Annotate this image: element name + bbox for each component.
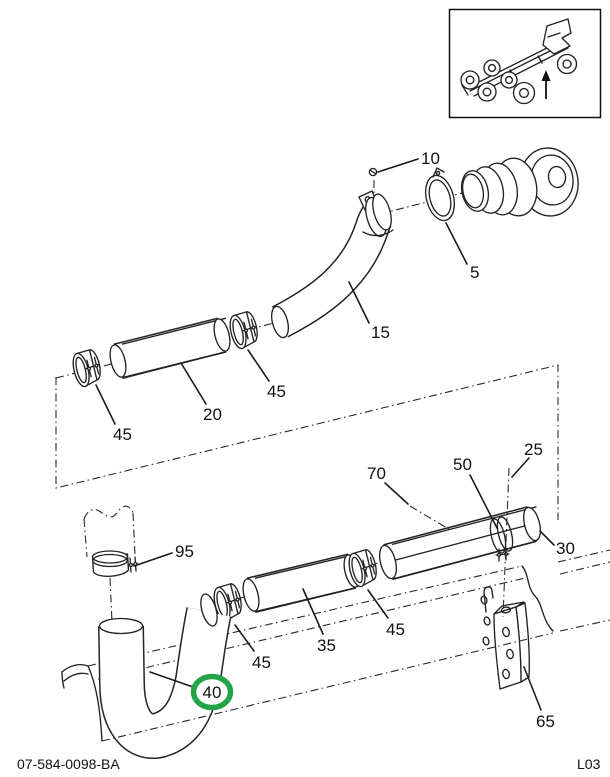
chassis-locator-inset xyxy=(448,8,602,119)
rail-break-line xyxy=(521,565,554,632)
part-mounting-bracket-65 xyxy=(493,601,530,690)
hook-pin xyxy=(483,586,494,613)
callout-30[interactable]: 30 xyxy=(556,539,575,558)
part-lower-elbow-hose-40 xyxy=(98,593,232,759)
frame-rail xyxy=(61,549,610,742)
part-v-band-clamp-5 xyxy=(424,167,456,222)
callout-labels: 10 5 15 45 20 45 25 50 70 30 95 45 35 45… xyxy=(113,149,575,731)
callout-70[interactable]: 70 xyxy=(367,464,386,483)
callout-5[interactable]: 5 xyxy=(470,263,479,282)
panel-outline xyxy=(55,364,559,520)
part-upper-elbow-hose-15 xyxy=(270,190,394,339)
callout-25[interactable]: 25 xyxy=(524,440,543,459)
callout-95[interactable]: 95 xyxy=(175,542,194,561)
callout-10[interactable]: 10 xyxy=(421,149,440,168)
callout-45-lower-right[interactable]: 45 xyxy=(386,620,405,639)
callout-20[interactable]: 20 xyxy=(203,405,222,424)
callout-35[interactable]: 35 xyxy=(317,636,336,655)
leader-lines xyxy=(95,158,555,711)
page-code: L03 xyxy=(577,756,601,772)
part-lower-tube-35 xyxy=(242,553,361,613)
callout-45-upper-left[interactable]: 45 xyxy=(113,425,132,444)
part-hose-clamp-upper-middle xyxy=(226,309,262,351)
highlighted-callout-40[interactable]: 40 xyxy=(190,673,234,711)
truck-chassis-icon xyxy=(460,18,578,105)
callout-50[interactable]: 50 xyxy=(453,455,472,474)
part-mounting-bolt-10 xyxy=(368,167,378,177)
callout-45-upper-middle[interactable]: 45 xyxy=(267,382,286,401)
callout-45-lower-left[interactable]: 45 xyxy=(252,653,271,672)
highlight-ring xyxy=(190,673,234,711)
callout-40: 40 xyxy=(203,683,222,702)
part-upper-tube-20 xyxy=(109,317,231,379)
callout-15[interactable]: 15 xyxy=(371,323,390,342)
part-lower-long-tube-30 xyxy=(378,506,542,581)
document-number: 07-584-0098-BA xyxy=(17,756,120,772)
turbo-outlet xyxy=(460,147,579,217)
part-hose-clamp-upper-left xyxy=(69,347,105,389)
up-arrow-icon xyxy=(541,70,551,99)
callout-65[interactable]: 65 xyxy=(536,712,555,731)
frame-rail-bottom-edge xyxy=(101,619,610,742)
part-stack-sleeve-95 xyxy=(83,505,139,577)
